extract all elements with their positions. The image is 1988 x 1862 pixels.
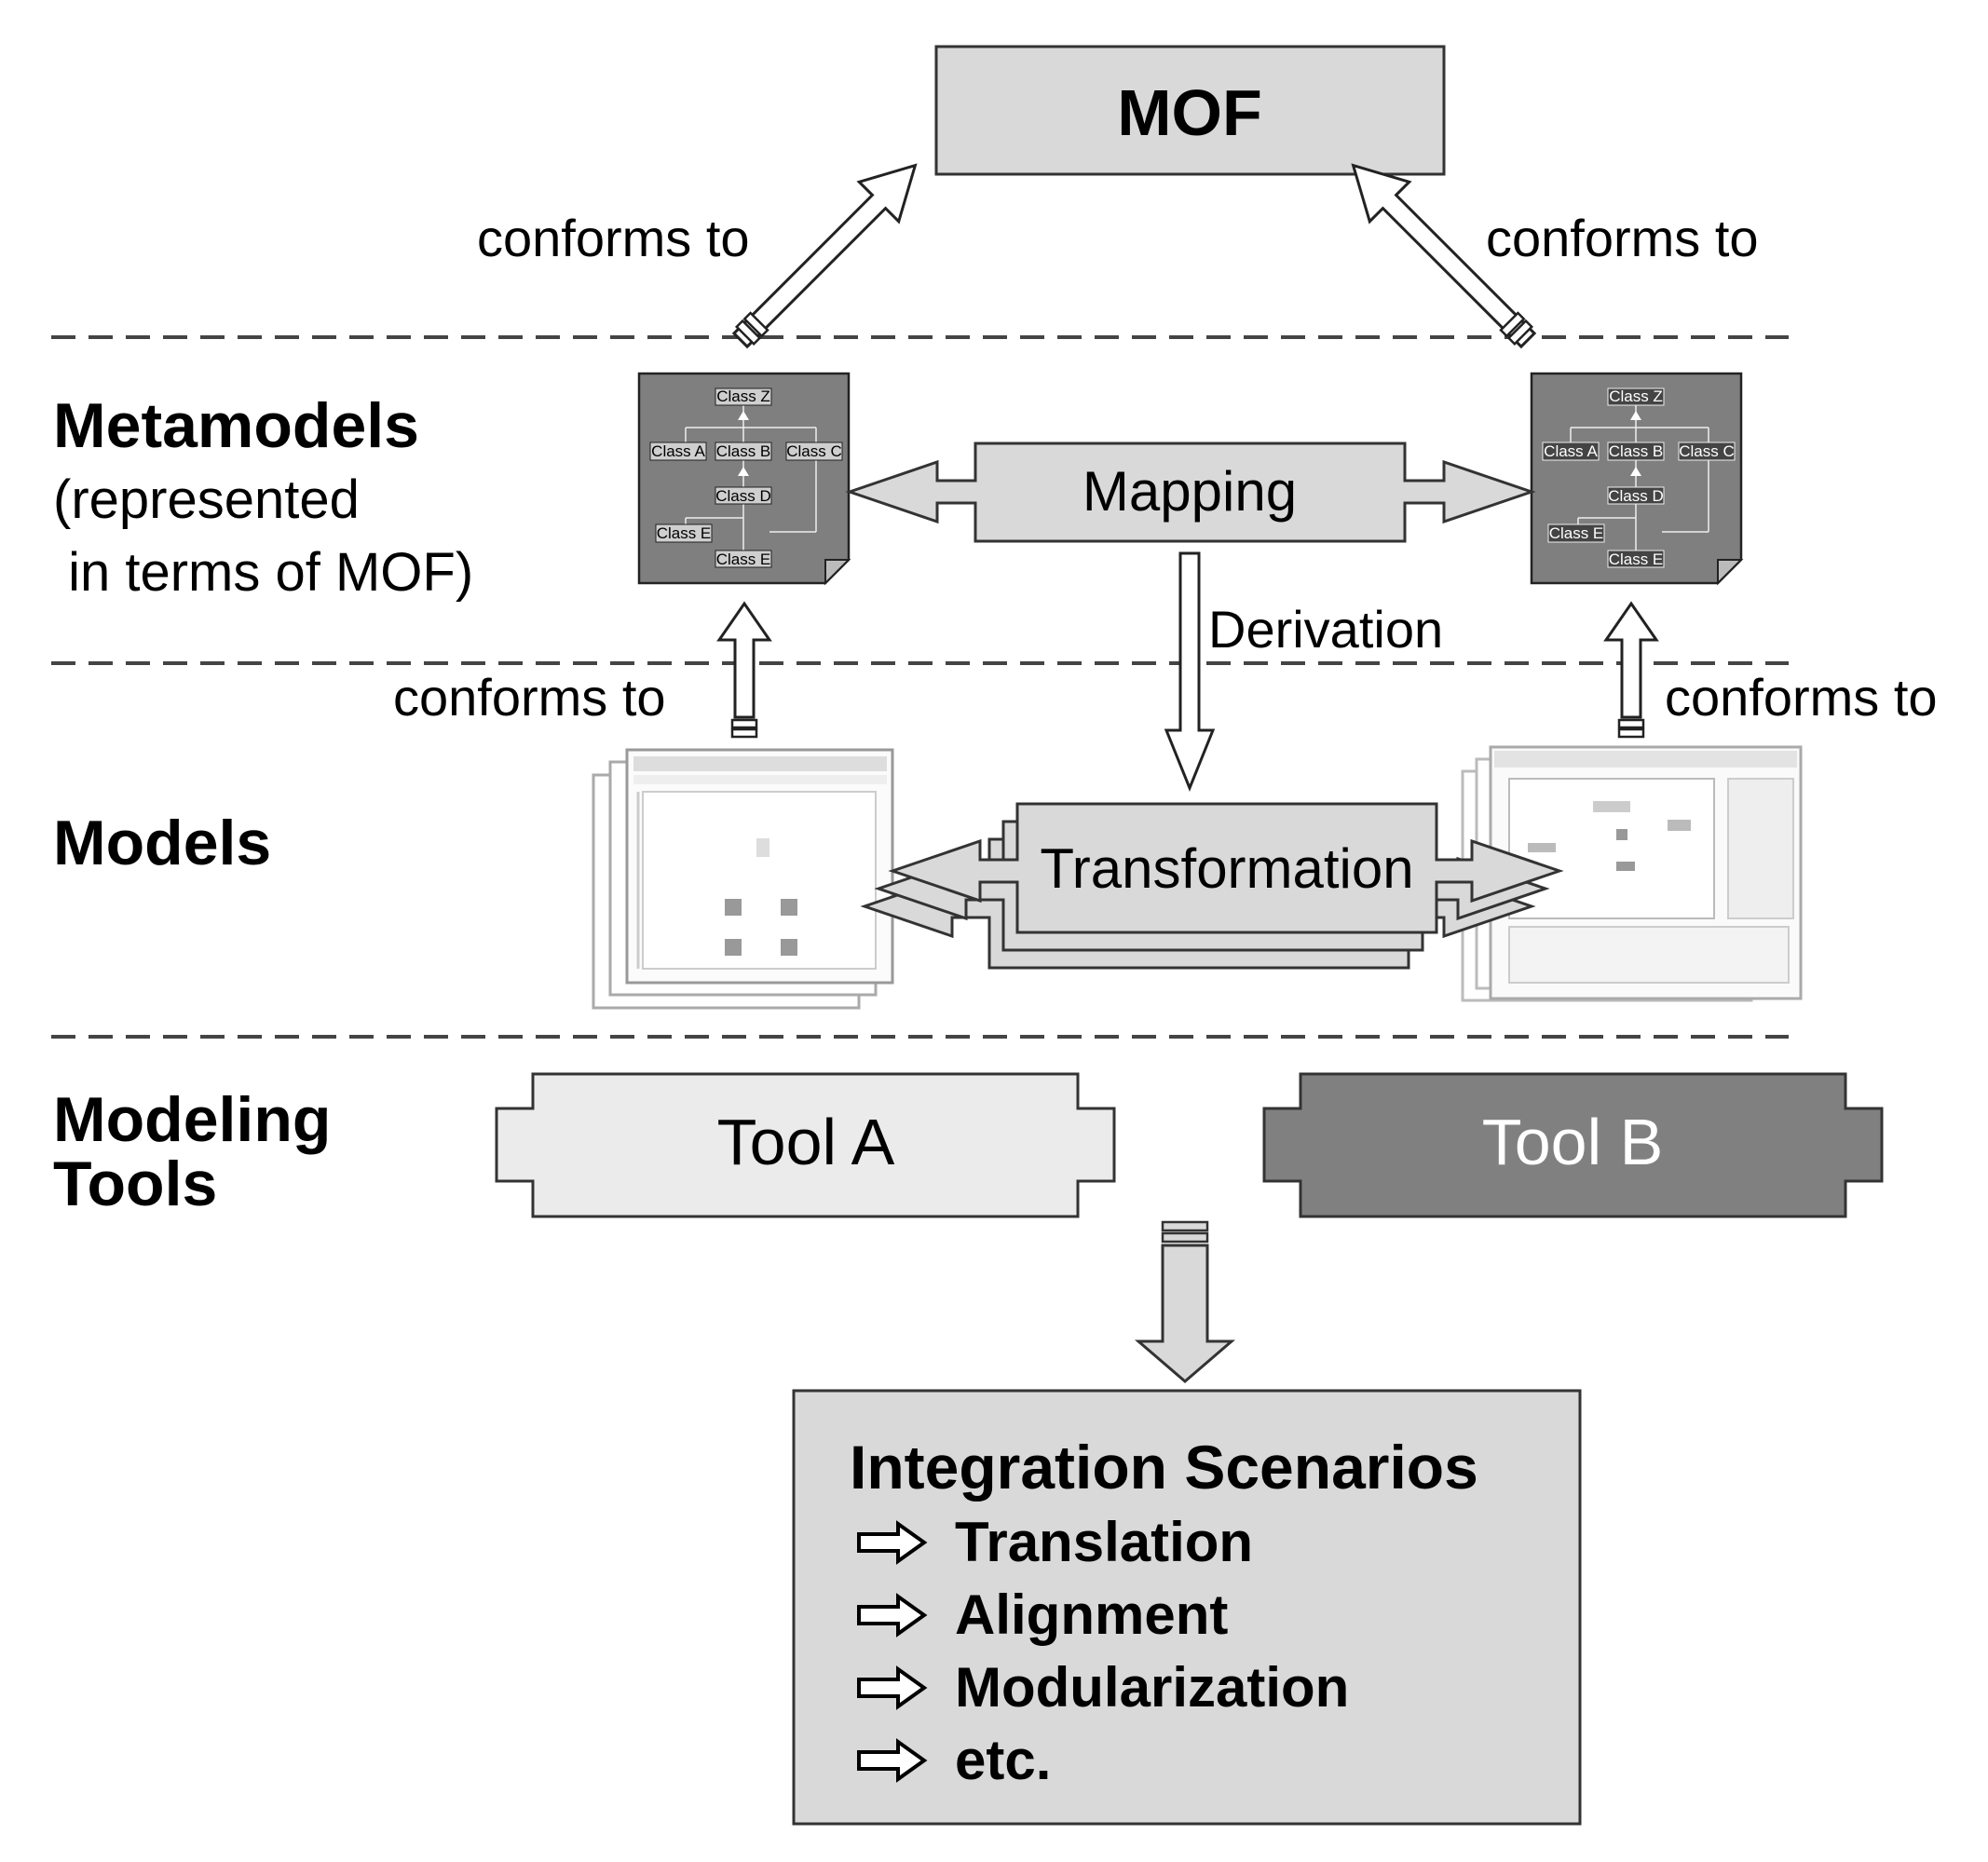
mapping-label: Mapping	[1083, 460, 1297, 523]
metamodel-right-class-a: Class A	[1544, 442, 1598, 460]
metamodel-left-class-e1: Class E	[657, 524, 712, 542]
mof-label: MOF	[1117, 76, 1262, 149]
layer-tools-title2: Tools	[53, 1148, 217, 1219]
scenario-arrow-icon	[857, 1738, 928, 1783]
scenario-item-modularization: Modularization	[955, 1656, 1349, 1719]
layer-metamodels-sub1: (represented	[53, 469, 360, 530]
mapping-arrow: Mapping	[845, 442, 1536, 543]
metamodel-left-class-c: Class C	[786, 442, 842, 460]
conforms-arrow-top-left	[731, 163, 918, 349]
mof-box: MOF	[934, 45, 1446, 176]
scenario-item-etc: etc.	[955, 1729, 1051, 1791]
layer-models-title: Models	[53, 808, 271, 878]
metamodel-left-class-a: Class A	[651, 442, 705, 460]
metamodel-left-class-d: Class D	[715, 487, 771, 505]
metamodel-right-class-e2: Class E	[1609, 550, 1664, 568]
conforms-arrow-mid-right	[1603, 601, 1659, 739]
tool-a-label: Tool A	[717, 1106, 895, 1178]
model-left-stack	[592, 748, 894, 1010]
derivation-label: Derivation	[1208, 600, 1443, 659]
scenario-arrow-icon	[857, 1520, 928, 1565]
metamodel-right-class-e1: Class E	[1549, 524, 1604, 542]
tool-a-box: Tool A	[495, 1072, 1116, 1218]
transformation-arrow: Transformation	[888, 802, 1564, 934]
metamodel-right-class-d: Class D	[1608, 487, 1664, 505]
model-right-stack	[1461, 745, 1803, 1002]
tool-b-label: Tool B	[1482, 1106, 1664, 1178]
metamodel-right-class-b: Class B	[1609, 442, 1664, 460]
metamodel-right-class-z: Class Z	[1609, 387, 1663, 405]
conforms-label-top-right: conforms to	[1486, 209, 1759, 267]
conforms-label-mid-left: conforms to	[393, 668, 666, 727]
integration-scenarios-title: Integration Scenarios	[850, 1433, 1478, 1502]
integration-arrow	[1134, 1220, 1236, 1383]
integration-scenarios-box: Integration Scenarios Translation Alignm…	[792, 1389, 1582, 1826]
metamodel-left-class-e2: Class E	[716, 550, 771, 568]
transformation-label: Transformation	[1040, 837, 1413, 900]
layer-metamodels-sub2: in terms of MOF)	[53, 542, 473, 603]
conforms-arrow-top-right	[1351, 163, 1537, 349]
conforms-label-mid-right: conforms to	[1665, 668, 1938, 727]
scenario-item-translation: Translation	[955, 1511, 1253, 1573]
conforms-label-top-left: conforms to	[477, 209, 750, 267]
derivation-arrow	[1164, 551, 1216, 793]
layer-metamodels-title: Metamodels	[53, 390, 419, 461]
layer-tools-title1: Modeling	[53, 1084, 331, 1155]
scenario-arrow-icon	[857, 1593, 928, 1638]
conforms-arrow-mid-left	[716, 601, 772, 739]
metamodel-left: Class Z Class A Class B Class C Class D …	[637, 372, 851, 586]
scenario-item-alignment: Alignment	[955, 1583, 1228, 1646]
metamodel-right-class-c: Class C	[1679, 442, 1735, 460]
metamodel-right: Class Z Class A Class B Class C Class D …	[1530, 372, 1744, 586]
metamodel-left-class-z: Class Z	[716, 387, 770, 405]
scenario-arrow-icon	[857, 1665, 928, 1710]
tool-b-box: Tool B	[1262, 1072, 1884, 1218]
metamodel-left-class-b: Class B	[716, 442, 771, 460]
